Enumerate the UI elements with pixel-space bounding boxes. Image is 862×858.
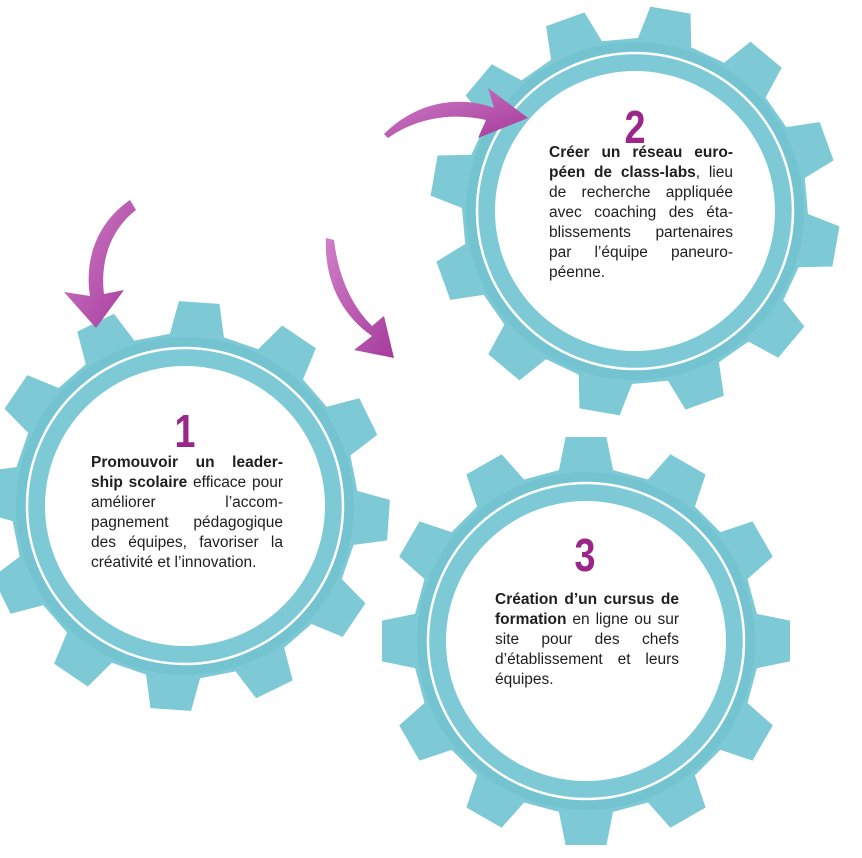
step-3-bold: Création d’un cursus de formation — [495, 591, 679, 628]
step-3-description: Création d’un cursus de formation en lig… — [495, 590, 679, 690]
gear-icon — [382, 437, 790, 845]
step-2-number: 2 — [624, 101, 646, 153]
curved-arrow-icon — [64, 200, 136, 328]
step-3-number: 3 — [574, 529, 596, 581]
step-1-description: Promouvoir un leader-ship scolaire effic… — [91, 453, 283, 573]
step-1-text: efficace pour améliorer l’accom-pagnemen… — [91, 474, 283, 571]
curved-arrow-icon — [325, 238, 394, 358]
step-1-number: 1 — [174, 405, 196, 457]
step-2-text: , lieu de recherche appliquée avec coach… — [549, 164, 733, 281]
curved-arrow-icon — [384, 88, 528, 138]
gear-icon — [430, 6, 840, 416]
step-3-text: en ligne ou sur site pour des chefs d’ét… — [495, 611, 679, 688]
step-2-description: Créer un réseau euro-péen de class-labs,… — [549, 143, 733, 283]
step-2-bold: Créer un réseau euro-péen de class-labs — [549, 144, 733, 181]
gear-icon — [0, 301, 390, 711]
step-1-bold: Promouvoir un leader-ship scolaire — [91, 454, 283, 491]
